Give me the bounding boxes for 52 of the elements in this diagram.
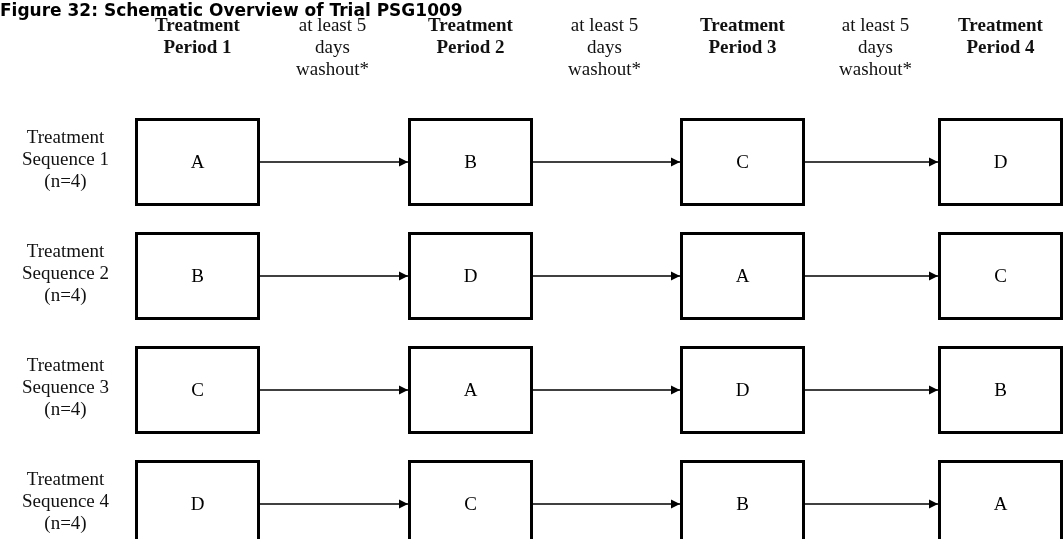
arrow (532, 385, 681, 395)
treatment-letter: B (736, 493, 749, 515)
treatment-box (938, 232, 1063, 320)
treatment-letter: B (994, 379, 1007, 401)
treatment-box (135, 118, 260, 206)
row-label: Treatment Sequence 4 (n=4) (20, 468, 111, 534)
washout-note: at least 5 days washout* (838, 14, 913, 80)
treatment-box (408, 232, 533, 320)
arrow (259, 385, 409, 395)
treatment-box (135, 346, 260, 434)
treatment-box (135, 232, 260, 320)
treatment-letter: C (464, 493, 477, 515)
treatment-box (680, 118, 805, 206)
column-header: Treatment Period 3 (699, 14, 786, 58)
treatment-letter: A (993, 493, 1008, 515)
arrow (804, 271, 939, 281)
treatment-letter: B (191, 265, 204, 287)
treatment-box (408, 118, 533, 206)
treatment-letter: B (464, 151, 477, 173)
row-label: Treatment Sequence 1 (n=4) (20, 126, 111, 192)
treatment-letter: A (735, 265, 750, 287)
arrow (532, 271, 681, 281)
treatment-box (408, 460, 533, 539)
treatment-letter: C (994, 265, 1007, 287)
treatment-letter: D (993, 151, 1008, 173)
row-label: Treatment Sequence 2 (n=4) (20, 240, 111, 306)
treatment-letter: D (190, 493, 205, 515)
arrow (804, 157, 939, 167)
arrow (804, 499, 939, 509)
arrow (532, 157, 681, 167)
row-label: Treatment Sequence 3 (n=4) (20, 354, 111, 420)
treatment-letter: D (735, 379, 750, 401)
treatment-box (938, 118, 1063, 206)
treatment-box (680, 232, 805, 320)
arrow (259, 157, 409, 167)
treatment-box (135, 460, 260, 539)
arrow (804, 385, 939, 395)
treatment-letter: D (463, 265, 478, 287)
column-header: Treatment Period 4 (957, 14, 1044, 58)
treatment-letter: C (736, 151, 749, 173)
washout-note: at least 5 days washout* (567, 14, 642, 80)
treatment-box (408, 346, 533, 434)
treatment-box (938, 346, 1063, 434)
treatment-box (938, 460, 1063, 539)
arrow (259, 499, 409, 509)
arrow (532, 499, 681, 509)
treatment-box (680, 460, 805, 539)
treatment-letter: A (463, 379, 478, 401)
treatment-letter: A (190, 151, 205, 173)
treatment-box (680, 346, 805, 434)
arrow (259, 271, 409, 281)
treatment-letter: C (191, 379, 204, 401)
